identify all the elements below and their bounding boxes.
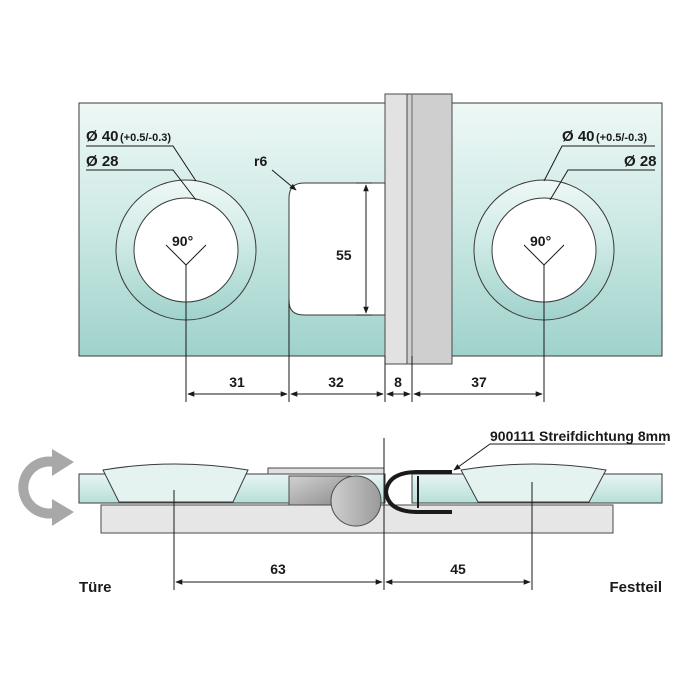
left-outer-diameter-label: Ø 40 — [86, 128, 119, 145]
dim-label-31: 31 — [229, 374, 245, 390]
door-label: Türe — [79, 579, 112, 596]
dim-label-45: 45 — [450, 561, 466, 577]
right-clamp-disc — [460, 463, 607, 503]
fixed-part-label: Festteil — [609, 579, 662, 596]
right-angle-label: 90° — [530, 233, 551, 249]
left-inner-leader — [86, 169, 197, 201]
right-inner-diameter-label: Ø 28 — [624, 153, 657, 170]
hinge-top-plate — [267, 467, 385, 475]
rotation-arrow-icon — [18, 449, 74, 526]
radius-leader — [271, 169, 297, 191]
dim-label-63: 63 — [270, 561, 286, 577]
right-outer-diameter-label: Ø 40 — [562, 128, 595, 145]
seal-label: 900111 Streifdichtung 8mm — [490, 428, 671, 444]
hinge-pin — [330, 475, 382, 527]
left-tolerance-label: (+0.5/-0.3) — [120, 132, 171, 144]
top-view: Ø 40 (+0.5/-0.3) Ø 28 90° Ø 40 (+0.5/-0.… — [78, 93, 663, 402]
right-outer-leader — [543, 145, 655, 182]
right-inner-leader — [549, 169, 655, 201]
left-inner-diameter-label: Ø 28 — [86, 153, 119, 170]
left-clamp-disc — [102, 463, 249, 503]
gap-strip-left — [384, 93, 408, 365]
left-angle-label: 90° — [172, 233, 193, 249]
right-tolerance-label: (+0.5/-0.3) — [596, 132, 647, 144]
strip-seal — [383, 470, 452, 514]
dim-label-32: 32 — [328, 374, 344, 390]
dim-label-37: 37 — [471, 374, 487, 390]
cutout-radius-label: r6 — [254, 153, 267, 169]
dim-label-8: 8 — [394, 374, 402, 390]
seal-leader — [453, 443, 665, 471]
left-outer-leader — [86, 145, 197, 182]
gap-strip-right — [406, 93, 453, 365]
side-view: 900111 Streifdichtung 8mm 63 45 Türe Fes… — [18, 428, 671, 596]
cutout-height-label: 55 — [336, 247, 352, 263]
